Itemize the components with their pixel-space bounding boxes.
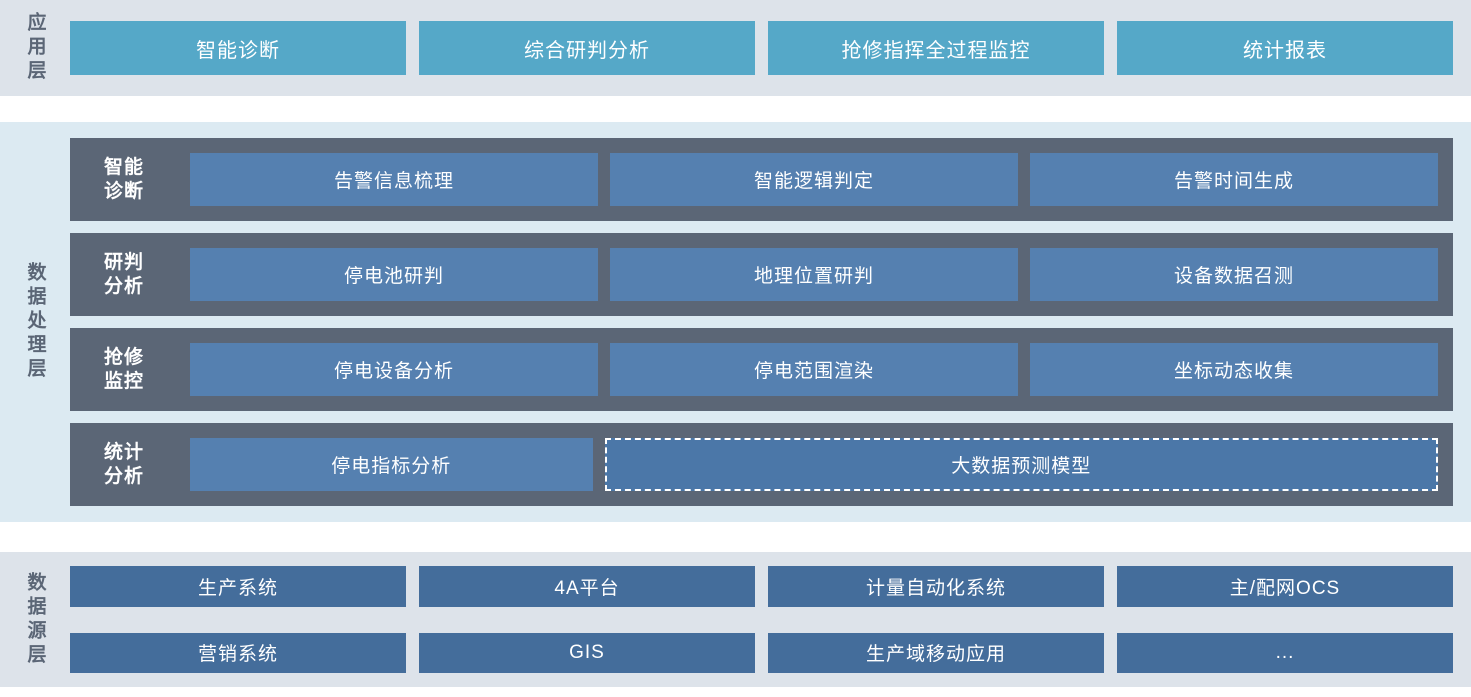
proc-row-label-line2: 分析 [103,465,144,487]
data-processing-rows: 智能 诊断 告警信息梳理 智能逻辑判定 告警时间生成 研判 分析 停电池研判 地… [70,122,1471,522]
proc-row-label-statistical-analysis: 统计 分析 [70,441,178,487]
proc-row-label-line2: 诊断 [103,180,144,202]
proc-cell-outage-device-analysis[interactable]: 停电设备分析 [190,343,598,396]
proc-row-repair-monitoring: 抢修 监控 停电设备分析 停电范围渲染 坐标动态收集 [70,328,1453,411]
app-box-intelligent-diagnosis[interactable]: 智能诊断 [70,21,406,75]
data-processing-layer-band: 数据处理层 智能 诊断 告警信息梳理 智能逻辑判定 告警时间生成 研判 分析 停… [0,122,1471,522]
src-box-main-distribution-ocs[interactable]: 主/配网OCS [1117,566,1453,607]
application-layer-label-text: 应用层 [24,12,46,84]
application-layer-band: 应用层 智能诊断 综合研判分析 抢修指挥全过程监控 统计报表 [0,0,1471,96]
data-source-row-1: 生产系统 4A平台 计量自动化系统 主/配网OCS [70,566,1453,607]
proc-cell-big-data-prediction-model[interactable]: 大数据预测模型 [604,438,1438,491]
proc-row-label-judgment-analysis: 研判 分析 [70,251,178,297]
band-separator-bottom [0,522,1471,552]
src-box-marketing-system[interactable]: 营销系统 [70,632,406,673]
proc-row-label-line2: 监控 [103,370,144,392]
src-box-metering-automation-system[interactable]: 计量自动化系统 [768,566,1104,607]
proc-row-judgment-analysis: 研判 分析 停电池研判 地理位置研判 设备数据召测 [70,233,1453,316]
application-layer-boxes: 智能诊断 综合研判分析 抢修指挥全过程监控 统计报表 [70,0,1471,96]
src-box-4a-platform[interactable]: 4A平台 [419,566,755,607]
proc-cell-outage-pool-judgment[interactable]: 停电池研判 [190,248,598,301]
src-box-production-mobile-app[interactable]: 生产域移动应用 [768,632,1104,673]
proc-row-label-repair-monitoring: 抢修 监控 [70,346,178,392]
proc-cell-alarm-info-sorting[interactable]: 告警信息梳理 [190,153,598,206]
proc-row-label-line2: 分析 [103,275,144,297]
data-processing-layer-label: 数据处理层 [0,122,70,522]
data-source-layer-label: 数据源层 [0,552,70,687]
proc-cell-intelligent-logic-judgment[interactable]: 智能逻辑判定 [610,153,1018,206]
proc-row-intelligent-diagnosis: 智能 诊断 告警信息梳理 智能逻辑判定 告警时间生成 [70,138,1453,221]
proc-row-statistical-analysis: 统计 分析 停电指标分析 大数据预测模型 [70,423,1453,506]
app-box-comprehensive-analysis[interactable]: 综合研判分析 [419,21,755,75]
proc-cell-geographic-location-judgment[interactable]: 地理位置研判 [610,248,1018,301]
proc-row-label-line1: 抢修 [103,347,144,369]
proc-row-label-intelligent-diagnosis: 智能 诊断 [70,156,178,202]
src-box-more[interactable]: ... [1117,632,1453,673]
proc-row-label-line1: 智能 [103,157,144,179]
proc-cell-outage-range-rendering[interactable]: 停电范围渲染 [610,343,1018,396]
proc-cell-coordinate-dynamic-collection[interactable]: 坐标动态收集 [1030,343,1438,396]
proc-cell-outage-index-analysis[interactable]: 停电指标分析 [190,438,593,491]
proc-cell-device-data-polling[interactable]: 设备数据召测 [1030,248,1438,301]
data-source-rows: 生产系统 4A平台 计量自动化系统 主/配网OCS 营销系统 GIS 生产域移动… [70,552,1471,687]
app-box-repair-monitoring[interactable]: 抢修指挥全过程监控 [768,21,1104,75]
data-source-layer-label-text: 数据源层 [24,571,46,668]
data-processing-layer-label-text: 数据处理层 [24,262,46,382]
app-box-statistical-report[interactable]: 统计报表 [1117,21,1453,75]
src-box-gis[interactable]: GIS [419,632,755,673]
proc-row-label-line1: 研判 [103,252,144,274]
data-source-row-2: 营销系统 GIS 生产域移动应用 ... [70,632,1453,673]
application-layer-label: 应用层 [0,0,70,96]
data-source-layer-band: 数据源层 生产系统 4A平台 计量自动化系统 主/配网OCS 营销系统 GIS … [0,552,1471,687]
band-separator-top [0,96,1471,122]
proc-cell-alarm-time-generation[interactable]: 告警时间生成 [1030,153,1438,206]
proc-row-label-line1: 统计 [103,442,144,464]
src-box-production-system[interactable]: 生产系统 [70,566,406,607]
